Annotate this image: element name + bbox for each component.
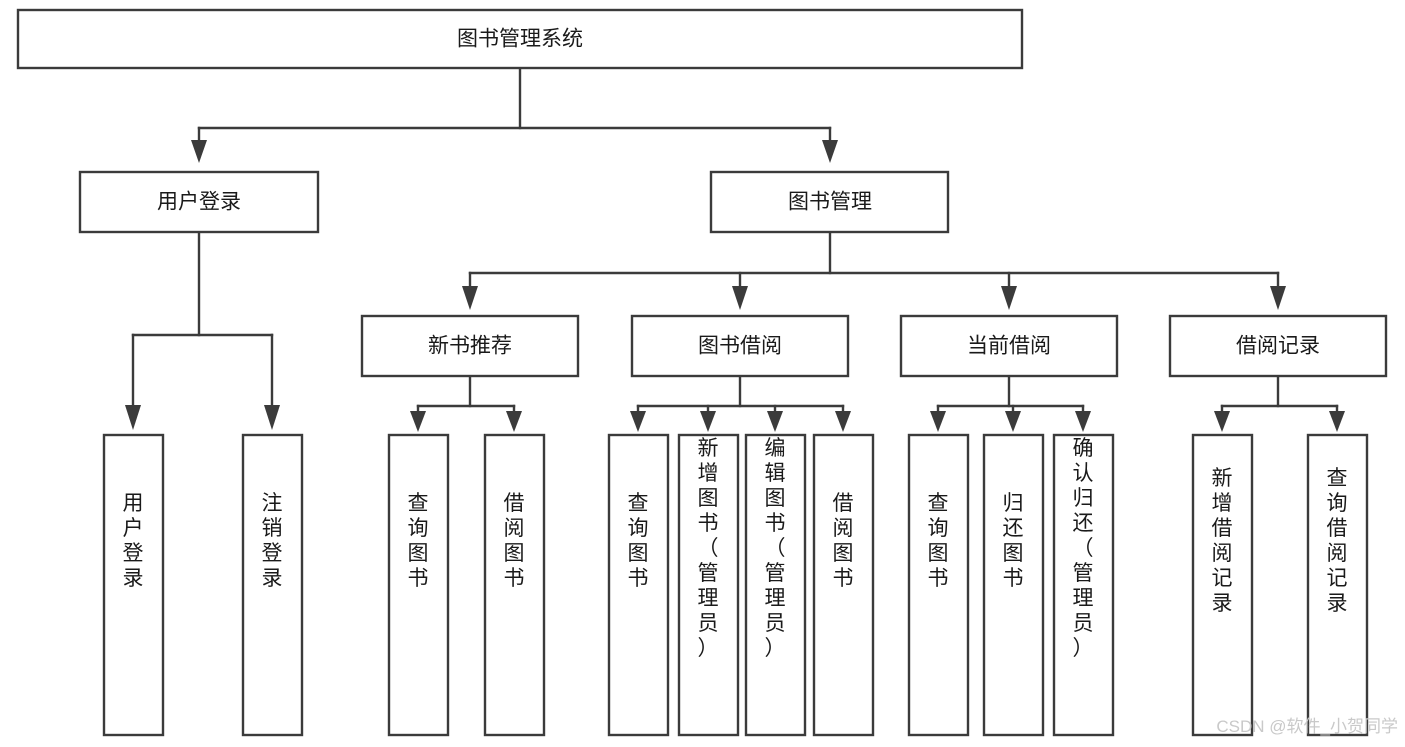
connector-group-current-borrow [930,374,1091,432]
arrowhead-book-borrow [732,286,748,310]
node-leaf-return-book-box[interactable] [982,433,1045,737]
node-book-borrow[interactable]: 图书借阅 [630,314,850,378]
node-leaf-query-book-3-box[interactable] [907,433,970,737]
node-leaf-confirm-return[interactable]: 确认归还（管理员） [1052,433,1115,737]
arrowhead-leaf-return-book [1005,411,1021,432]
node-book-management-label: 图书管理 [788,191,872,214]
arrowhead-leaf-add-record [1214,411,1230,432]
arrowhead-new-book-recommend [462,286,478,310]
connector-group-borrow-record [1214,374,1345,432]
connector-group-root [191,66,838,163]
connector-group-book-management [462,230,1286,310]
node-user-login-label: 用户登录 [157,191,241,214]
node-new-book-recommend[interactable]: 新书推荐 [360,314,580,378]
node-user-login[interactable]: 用户登录 [78,170,320,234]
node-leaf-borrow-book-1[interactable]: 借阅图书 [483,433,546,737]
node-leaf-edit-book[interactable]: 编辑图书（管理员） [744,433,807,737]
node-leaf-user-login-box[interactable] [102,433,165,737]
node-leaf-return-book-label: 归还图书 [1003,492,1024,590]
node-book-borrow-box[interactable] [630,314,850,378]
node-book-borrow-label: 图书借阅 [698,335,782,358]
node-root-box[interactable] [16,8,1024,70]
node-leaf-logout-login-box[interactable] [241,433,304,737]
node-leaf-add-book[interactable]: 新增图书（管理员） [677,433,740,737]
arrowhead-leaf-logout-login [264,405,280,430]
node-leaf-return-book[interactable]: 归还图书 [982,433,1045,737]
node-leaf-query-record-box[interactable] [1306,433,1369,737]
node-leaf-borrow-book-2-box[interactable] [812,433,875,737]
node-leaf-user-login-label: 用户登录 [123,492,144,590]
node-borrow-record-box[interactable] [1168,314,1388,378]
node-leaf-confirm-return-label: 确认归还（管理员） [1073,437,1094,660]
node-leaf-query-book-1-box[interactable] [387,433,450,737]
node-leaf-query-book-1[interactable]: 查询图书 [387,433,450,737]
node-new-book-recommend-label: 新书推荐 [428,335,512,358]
node-leaf-borrow-book-2[interactable]: 借阅图书 [812,433,875,737]
arrowhead-leaf-add-book [700,411,716,432]
node-root-label: 图书管理系统 [457,28,583,51]
arrowhead-book-management [822,140,838,163]
node-leaf-query-book-2-label: 查询图书 [628,492,649,590]
node-leaf-logout-login-label: 注销登录 [262,492,283,590]
arrowhead-user-login [191,140,207,163]
node-leaf-query-book-3[interactable]: 查询图书 [907,433,970,737]
node-current-borrow[interactable]: 当前借阅 [899,314,1119,378]
node-root[interactable]: 图书管理系统 [16,8,1024,70]
arrowhead-leaf-edit-book [767,411,783,432]
node-borrow-record-label: 借阅记录 [1236,335,1320,358]
node-leaf-query-record-label: 查询借阅记录 [1327,467,1348,615]
node-leaf-logout-login[interactable]: 注销登录 [241,433,304,737]
node-user-login-box[interactable] [78,170,320,234]
node-leaf-confirm-return-box[interactable] [1052,433,1115,737]
node-book-management[interactable]: 图书管理 [709,170,950,234]
node-current-borrow-label: 当前借阅 [967,335,1051,358]
node-leaf-query-record[interactable]: 查询借阅记录 [1306,433,1369,737]
node-leaf-edit-book-box[interactable] [744,433,807,737]
watermark-label: CSDN @软件_小贺同学 [1216,717,1398,736]
node-leaf-add-book-label: 新增图书（管理员） [698,437,719,660]
node-leaf-add-record-label: 新增借阅记录 [1212,467,1233,615]
node-leaf-add-record-box[interactable] [1191,433,1254,737]
arrowhead-leaf-query-book-1 [410,411,426,432]
node-current-borrow-box[interactable] [899,314,1119,378]
connector-group-user-login [125,230,280,430]
node-leaf-query-book-2-box[interactable] [607,433,670,737]
node-leaf-borrow-book-1-label: 借阅图书 [504,492,525,590]
node-borrow-record[interactable]: 借阅记录 [1168,314,1388,378]
arrowhead-leaf-query-book-3 [930,411,946,432]
node-leaf-query-book-2[interactable]: 查询图书 [607,433,670,737]
arrowhead-leaf-user-login [125,405,141,430]
node-leaf-user-login[interactable]: 用户登录 [102,433,165,737]
arrowhead-current-borrow [1001,286,1017,310]
node-book-management-box[interactable] [709,170,950,234]
node-leaf-query-book-1-label: 查询图书 [408,492,429,590]
arrowhead-leaf-borrow-book-2 [835,411,851,432]
node-new-book-recommend-box[interactable] [360,314,580,378]
node-leaf-add-book-box[interactable] [677,433,740,737]
node-leaf-query-book-3-label: 查询图书 [928,492,949,590]
node-leaf-borrow-book-1-box[interactable] [483,433,546,737]
arrowhead-borrow-record [1270,286,1286,310]
node-leaf-add-record[interactable]: 新增借阅记录 [1191,433,1254,737]
connector-group-book-borrow [630,374,851,432]
arrowhead-leaf-query-book-2 [630,411,646,432]
arrowhead-leaf-query-record [1329,411,1345,432]
node-leaf-edit-book-label: 编辑图书（管理员） [765,437,786,660]
arrowhead-leaf-confirm-return [1075,411,1091,432]
connector-group-new-book-recommend [410,374,522,432]
arrowhead-leaf-borrow-book-1 [506,411,522,432]
node-leaf-borrow-book-2-label: 借阅图书 [833,492,854,590]
